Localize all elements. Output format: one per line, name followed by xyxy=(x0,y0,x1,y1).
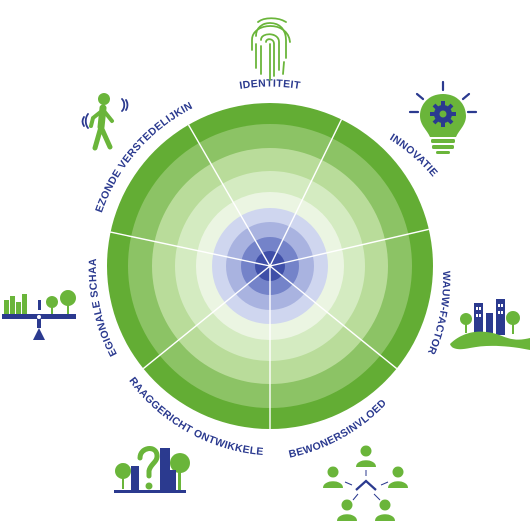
skyline-hill-icon xyxy=(450,299,530,350)
segment-divider-2 xyxy=(269,119,343,267)
question-city-icon xyxy=(114,446,190,493)
segment-divider-4 xyxy=(269,265,398,370)
wheel xyxy=(107,103,433,429)
segment-dividers xyxy=(110,119,429,429)
segment-divider-3 xyxy=(269,228,429,267)
people-network-icon xyxy=(323,445,408,521)
segment-divider-7 xyxy=(110,231,271,267)
lightbulb-gear-icon xyxy=(408,80,478,154)
label-identiteit: IDENTITEIT xyxy=(239,78,302,92)
fingerprint-icon xyxy=(251,17,291,81)
segment-divider-1 xyxy=(187,124,271,267)
walking-person-icon xyxy=(81,93,129,151)
segment-divider-6 xyxy=(142,265,271,370)
balance-scale-icon xyxy=(2,290,76,340)
